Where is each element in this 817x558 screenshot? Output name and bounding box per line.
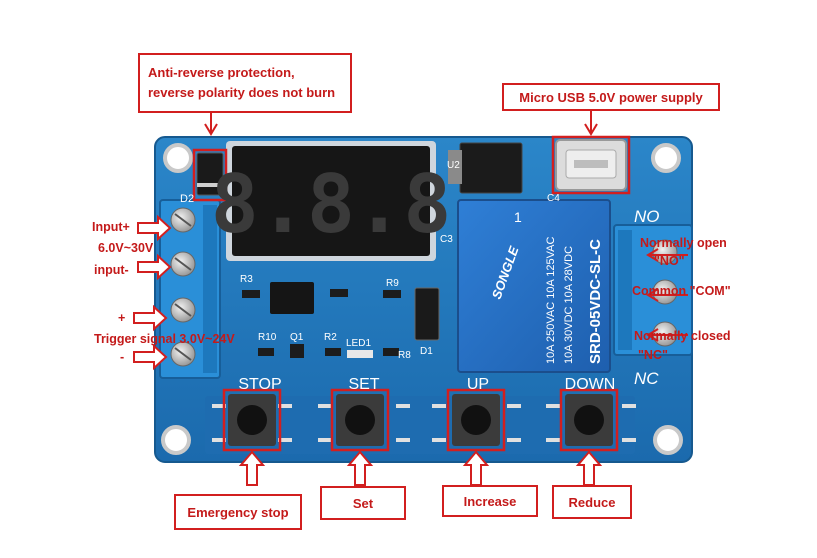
relay-terminal-block — [613, 224, 693, 356]
voltage-regulator-u2 — [448, 142, 523, 194]
highlight-d2 — [192, 148, 228, 202]
anti-reverse-line-1: Anti-reverse protection, — [148, 65, 295, 80]
label-trigger-signal: Trigger signal 3.0V~24V — [94, 332, 235, 346]
mounting-holes — [161, 143, 683, 455]
highlight-down — [559, 388, 619, 452]
tactile-button-stop[interactable] — [228, 394, 276, 446]
tactile-button-up[interactable] — [452, 394, 500, 446]
relay-module — [457, 199, 611, 373]
highlight-set — [330, 388, 390, 452]
label-voltage-range: 6.0V~30V — [98, 241, 154, 255]
label-plus: + — [118, 311, 126, 325]
highlight-usb — [551, 135, 631, 195]
usb-callout: Micro USB 5.0V power supply — [502, 83, 720, 111]
input-terminal-block — [159, 199, 221, 379]
emergency-stop-callout: Emergency stop — [174, 494, 302, 530]
label-common: Common "COM" — [632, 284, 731, 298]
anti-reverse-line-2: reverse polarity does not burn — [148, 85, 336, 100]
button-strip — [205, 396, 635, 454]
label-normally-closed: Normally closed — [634, 329, 731, 343]
label-no: "NO" — [654, 254, 685, 268]
button-contacts — [212, 404, 636, 442]
highlight-boxes — [192, 135, 631, 452]
tactile-button-down[interactable] — [565, 394, 613, 446]
anti-reverse-callout: Anti-reverse protection, reverse polarit… — [138, 53, 352, 113]
label-nc: "NC" — [638, 348, 668, 362]
micro-usb-port — [555, 139, 627, 191]
highlight-up — [446, 388, 506, 452]
callout-connectors — [133, 110, 688, 486]
diode-d1 — [414, 287, 440, 341]
set-callout: Set — [320, 486, 406, 520]
label-minus: - — [120, 350, 125, 364]
increase-callout: Increase — [442, 485, 538, 517]
label-normally-open: Normally open — [640, 236, 727, 250]
label-input-minus: input- — [94, 263, 129, 277]
tactile-button-set[interactable] — [336, 394, 384, 446]
optocoupler-chip — [270, 282, 314, 314]
diode-d2 — [196, 152, 224, 196]
label-input-plus: Input+ — [92, 220, 130, 234]
highlight-stop — [222, 388, 282, 452]
smd-components — [242, 289, 401, 358]
reduce-callout: Reduce — [552, 485, 632, 519]
seven-segment-display — [226, 141, 436, 261]
